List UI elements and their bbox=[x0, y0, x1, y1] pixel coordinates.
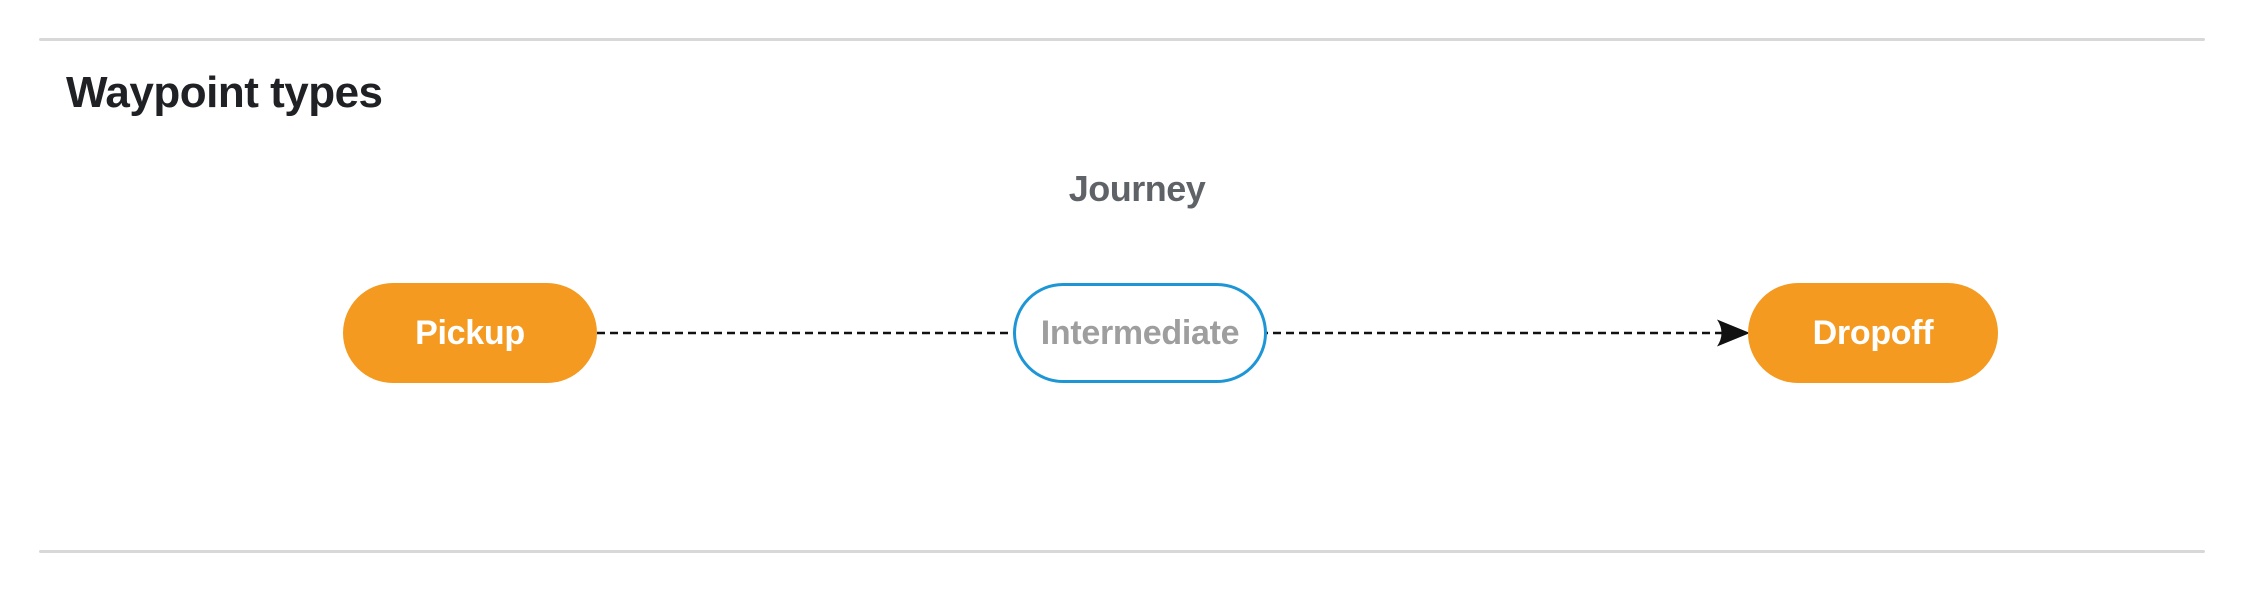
arrowhead-icon bbox=[1717, 319, 1750, 347]
node-pickup: Pickup bbox=[343, 283, 597, 383]
node-dropoff: Dropoff bbox=[1748, 283, 1998, 383]
top-divider bbox=[39, 38, 2205, 41]
node-label: Dropoff bbox=[1812, 313, 1934, 352]
journey-label: Journey bbox=[1068, 168, 1206, 209]
node-intermediate: Intermediate bbox=[1013, 283, 1267, 383]
bottom-divider bbox=[39, 550, 2205, 553]
node-label: Pickup bbox=[415, 313, 525, 352]
node-label: Intermediate bbox=[1040, 313, 1240, 352]
page-title: Waypoint types bbox=[66, 68, 383, 117]
